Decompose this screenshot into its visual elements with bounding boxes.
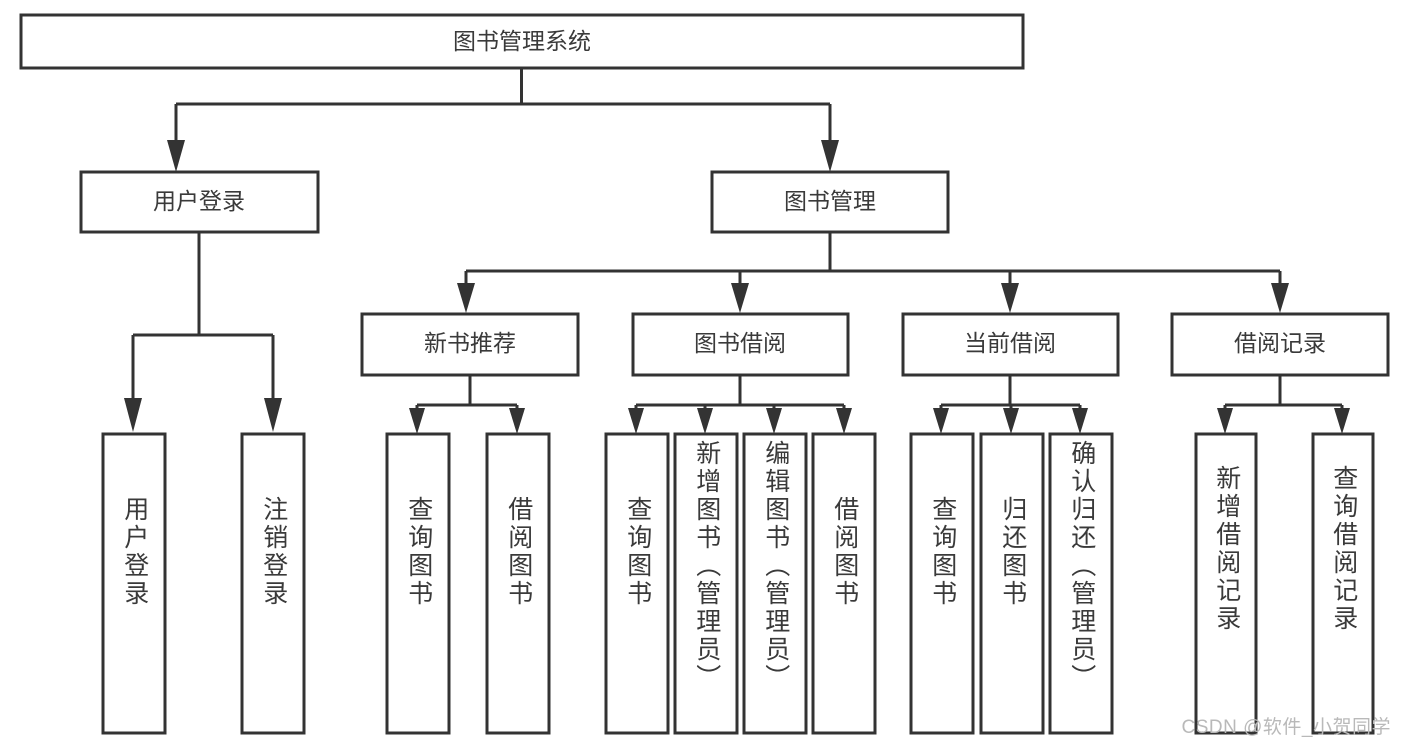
arrowhead-leaf-current-borrow-3 bbox=[1072, 408, 1088, 434]
node-boxes bbox=[19, 13, 1390, 377]
node-labels: 图书管理系统 用户登录 图书管理 新书推荐 图书借阅 当前借阅 借阅记录 bbox=[153, 28, 1326, 356]
arrowhead-user-login bbox=[167, 140, 185, 172]
connector-group bbox=[124, 68, 1350, 434]
leaf-box-book-borrow-3[interactable] bbox=[742, 432, 808, 735]
leaf-box-borrow-record-2[interactable] bbox=[1311, 432, 1375, 735]
node-user-login-label: 用户登录 bbox=[153, 188, 245, 214]
node-borrow-record[interactable] bbox=[1170, 312, 1390, 377]
node-current-borrow[interactable] bbox=[901, 312, 1120, 377]
leaf-box-book-borrow-4[interactable] bbox=[811, 432, 877, 735]
arrowhead-leaf-new-book-1 bbox=[409, 408, 425, 434]
arrowhead-leaf-borrow-record-2 bbox=[1334, 408, 1350, 434]
node-new-book-label: 新书推荐 bbox=[424, 330, 516, 356]
arrowhead-book-borrow bbox=[731, 283, 749, 313]
leaf-box-current-borrow-1[interactable] bbox=[909, 432, 975, 735]
leaf-box-current-borrow-2[interactable] bbox=[979, 432, 1045, 735]
arrowhead-leaf-user-login-2 bbox=[264, 398, 282, 432]
leaf-box-user-login-1[interactable] bbox=[101, 432, 167, 735]
node-current-borrow-label: 当前借阅 bbox=[964, 330, 1056, 356]
arrowhead-leaf-book-borrow-3 bbox=[766, 408, 782, 434]
csdn-watermark: CSDN @软件_小贺同学 bbox=[1181, 717, 1391, 738]
node-root[interactable] bbox=[19, 13, 1025, 70]
leaf-box-user-login-2[interactable] bbox=[240, 432, 306, 735]
node-user-login[interactable] bbox=[79, 170, 320, 234]
arrowhead-current-borrow bbox=[1001, 283, 1019, 313]
leaf-boxes bbox=[101, 432, 1375, 735]
arrowhead-leaf-current-borrow-1 bbox=[933, 408, 949, 434]
arrowhead-leaf-user-login-1 bbox=[124, 398, 142, 432]
node-book-manage[interactable] bbox=[710, 170, 950, 234]
arrowhead-leaf-book-borrow-2 bbox=[697, 408, 713, 434]
leaf-box-new-book-2[interactable] bbox=[485, 432, 551, 735]
arrowhead-leaf-new-book-2 bbox=[509, 408, 525, 434]
node-book-borrow-label: 图书借阅 bbox=[694, 330, 786, 356]
leaf-box-new-book-1[interactable] bbox=[385, 432, 451, 735]
arrowhead-book-manage bbox=[821, 140, 839, 172]
arrowhead-leaf-book-borrow-1 bbox=[628, 408, 644, 434]
arrowhead-new-book bbox=[457, 283, 475, 313]
node-book-borrow[interactable] bbox=[631, 312, 850, 377]
node-root-label: 图书管理系统 bbox=[453, 28, 591, 54]
node-new-book[interactable] bbox=[360, 312, 580, 377]
arrowhead-leaf-current-borrow-2 bbox=[1003, 408, 1019, 434]
leaf-box-current-borrow-3[interactable] bbox=[1048, 432, 1114, 735]
arrowhead-leaf-book-borrow-4 bbox=[836, 408, 852, 434]
node-borrow-record-label: 借阅记录 bbox=[1234, 330, 1326, 356]
arrowhead-borrow-record bbox=[1271, 283, 1289, 313]
leaf-box-borrow-record-1[interactable] bbox=[1194, 432, 1258, 735]
leaf-box-book-borrow-2[interactable] bbox=[673, 432, 739, 735]
arrowhead-leaf-borrow-record-1 bbox=[1217, 408, 1233, 434]
leaf-box-book-borrow-1[interactable] bbox=[604, 432, 670, 735]
node-book-manage-label: 图书管理 bbox=[784, 188, 876, 214]
